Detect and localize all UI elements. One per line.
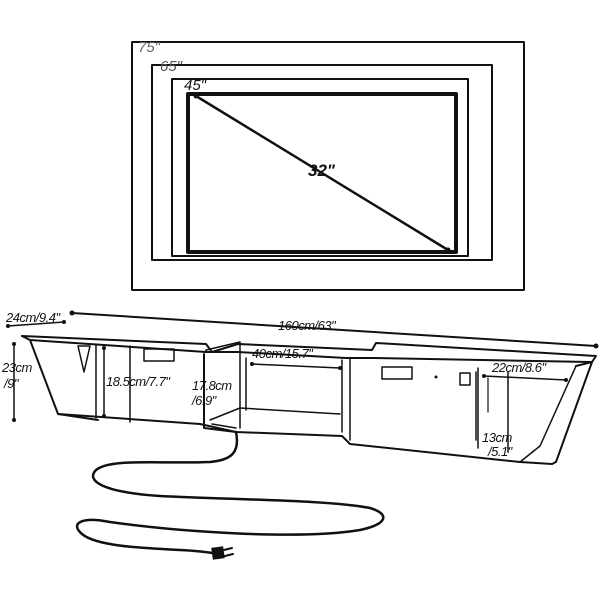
power-cord-plug-icon — [75, 430, 385, 560]
tv-outline-icon — [131, 41, 525, 291]
tv-size-65-label: 65" — [160, 58, 183, 75]
tv-size-75-label: 75" — [138, 39, 161, 56]
height-label-line1: 23cm — [1, 360, 32, 375]
tv-32-outline — [186, 92, 458, 254]
tv-32-diagonal — [194, 94, 450, 252]
dimension-lines — [6, 310, 599, 441]
tv-stand-cabinet-icon — [21, 335, 597, 465]
length-label: 160cm/63" — [278, 318, 337, 333]
center-height-label-line1: 17.8cm — [192, 378, 232, 393]
tv-size-32-label: 32" — [308, 161, 336, 180]
right-compartment-label: 22cm/8.6" — [491, 360, 547, 375]
tv-75-outline — [131, 41, 525, 291]
plug-body — [211, 546, 225, 560]
tv-65-outline — [151, 64, 493, 261]
tv-45-outline — [171, 78, 469, 257]
depth-label: 24cm/9.4" — [5, 310, 61, 325]
side-compartment-label: 18.5cm/7.7" — [106, 374, 171, 389]
height-label-line2: /9" — [3, 376, 20, 391]
tv-size-45-label: 45" — [184, 77, 207, 94]
center-height-label-line2: /6.9" — [191, 393, 218, 408]
small-height-label-line1: 13cm — [482, 430, 512, 445]
small-height-label-line2: /5.1" — [487, 444, 514, 459]
center-width-label: 40cm/15.7" — [252, 346, 314, 361]
